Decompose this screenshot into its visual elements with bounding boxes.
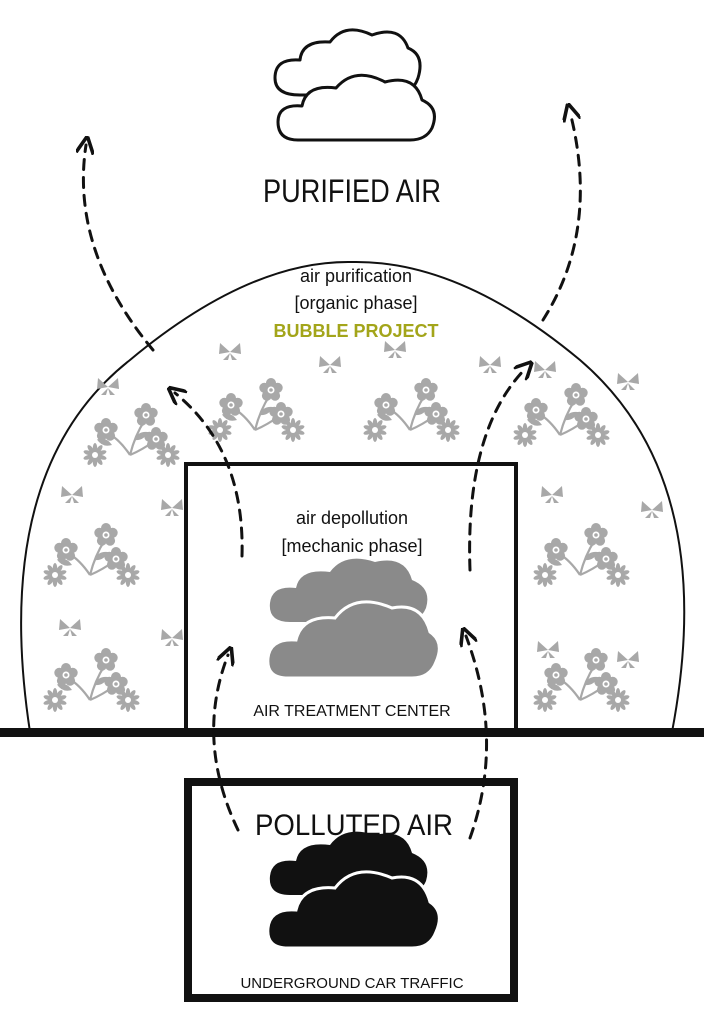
airflow-arrows [83,112,582,840]
dome-phase-line2: [organic phase] [294,293,417,313]
arrow-center-left [175,393,244,558]
center-phase-line1: air depollution [296,508,408,528]
arrow-underground-right [466,636,489,840]
underground-car-traffic-label: UNDERGROUND CAR TRAFFIC [240,975,463,992]
cloud-outline-icon [273,28,436,142]
cloud-black-icon [266,831,441,950]
bubble-dome [20,260,686,733]
bubble-project-label: BUBBLE PROJECT [273,321,438,341]
purified-air-title: PURIFIED AIR [263,173,441,209]
ground-line [0,728,704,737]
arrow-underground-left [212,655,240,832]
dome-phase-line1: air purification [300,266,412,286]
arrow-dome-right [541,112,582,322]
arrow-dome-left [83,145,155,352]
air-treatment-center-label: AIR TREATMENT CENTER [253,703,450,720]
cloud-gray-icon [266,558,441,680]
center-phase-line2: [mechanic phase] [281,536,422,556]
